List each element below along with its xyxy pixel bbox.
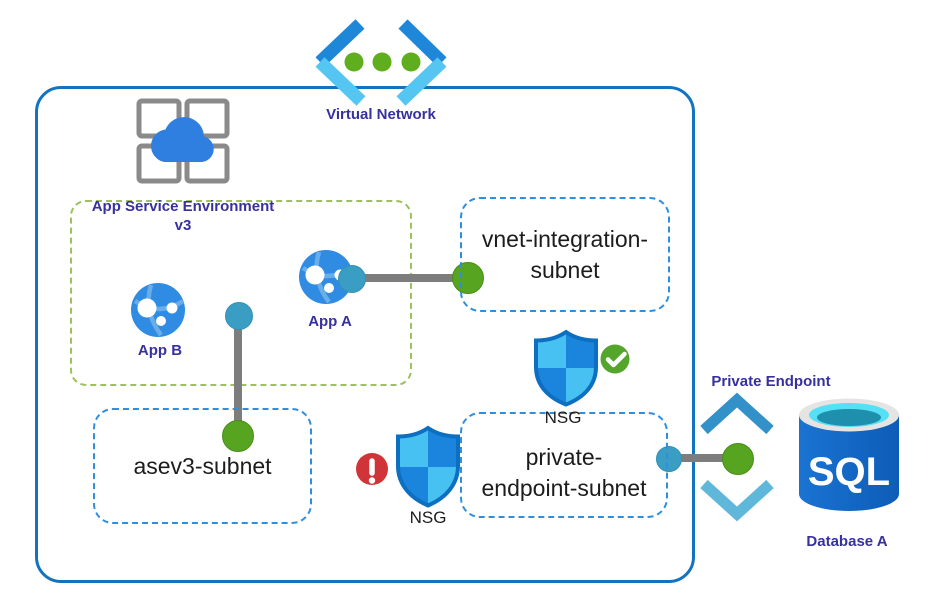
app-service-environment-label: App Service Environment v3 <box>78 197 288 235</box>
nsg-allowed-label: NSG <box>544 408 582 427</box>
private-endpoint-icon <box>700 392 774 522</box>
private-endpoint-subnet-line2: endpoint-subnet <box>481 475 647 501</box>
virtual-network-icon <box>315 19 447 106</box>
nsg-denied-label: NSG <box>409 508 447 527</box>
app-a-icon <box>299 250 353 304</box>
app-service-environment-icon <box>136 98 230 184</box>
vnet-integration-subnet-line2: subnet <box>530 256 600 283</box>
vnet-integration-subnet-box: vnet-integration- subnet <box>460 197 670 312</box>
ase-label-line2: v3 <box>174 217 192 234</box>
appa-integration-node <box>338 265 366 293</box>
sql-database-icon: SQL <box>799 398 899 511</box>
asev3-subnet-box: asev3-subnet <box>93 408 312 524</box>
vnet-integration-subnet-line1: vnet-integration- <box>481 225 649 252</box>
connector-ase-asev3subnet <box>234 315 242 435</box>
app-b-label: App B <box>137 342 183 359</box>
virtual-network-label: Virtual Network <box>326 106 436 123</box>
private-endpoint-label: Private Endpoint <box>711 373 831 390</box>
ase-label-line1: App Service Environment <box>91 198 275 215</box>
app-b-icon <box>131 283 185 337</box>
database-a-label: Database A <box>806 533 888 550</box>
nsg-denied-shield-icon <box>356 425 460 508</box>
private-endpoint-subnet-line1: private- <box>525 444 603 470</box>
pe-subnet-node <box>656 446 682 472</box>
private-endpoint-node <box>722 443 754 475</box>
asev3-subnet-node <box>222 420 254 452</box>
check-badge-icon <box>600 344 630 374</box>
nsg-allowed-shield-icon <box>534 329 630 407</box>
private-endpoint-subnet-box: private- endpoint-subnet <box>460 412 668 518</box>
connector-pesubnet-privateendpoint <box>668 454 738 462</box>
connector-appa-vnetintegration <box>351 274 467 282</box>
app-a-label: App A <box>308 313 352 330</box>
ase-node <box>225 302 253 330</box>
asev3-subnet-label: asev3-subnet <box>133 452 272 479</box>
virtual-network-box <box>35 86 695 583</box>
sql-logo-text: SQL <box>808 450 890 494</box>
